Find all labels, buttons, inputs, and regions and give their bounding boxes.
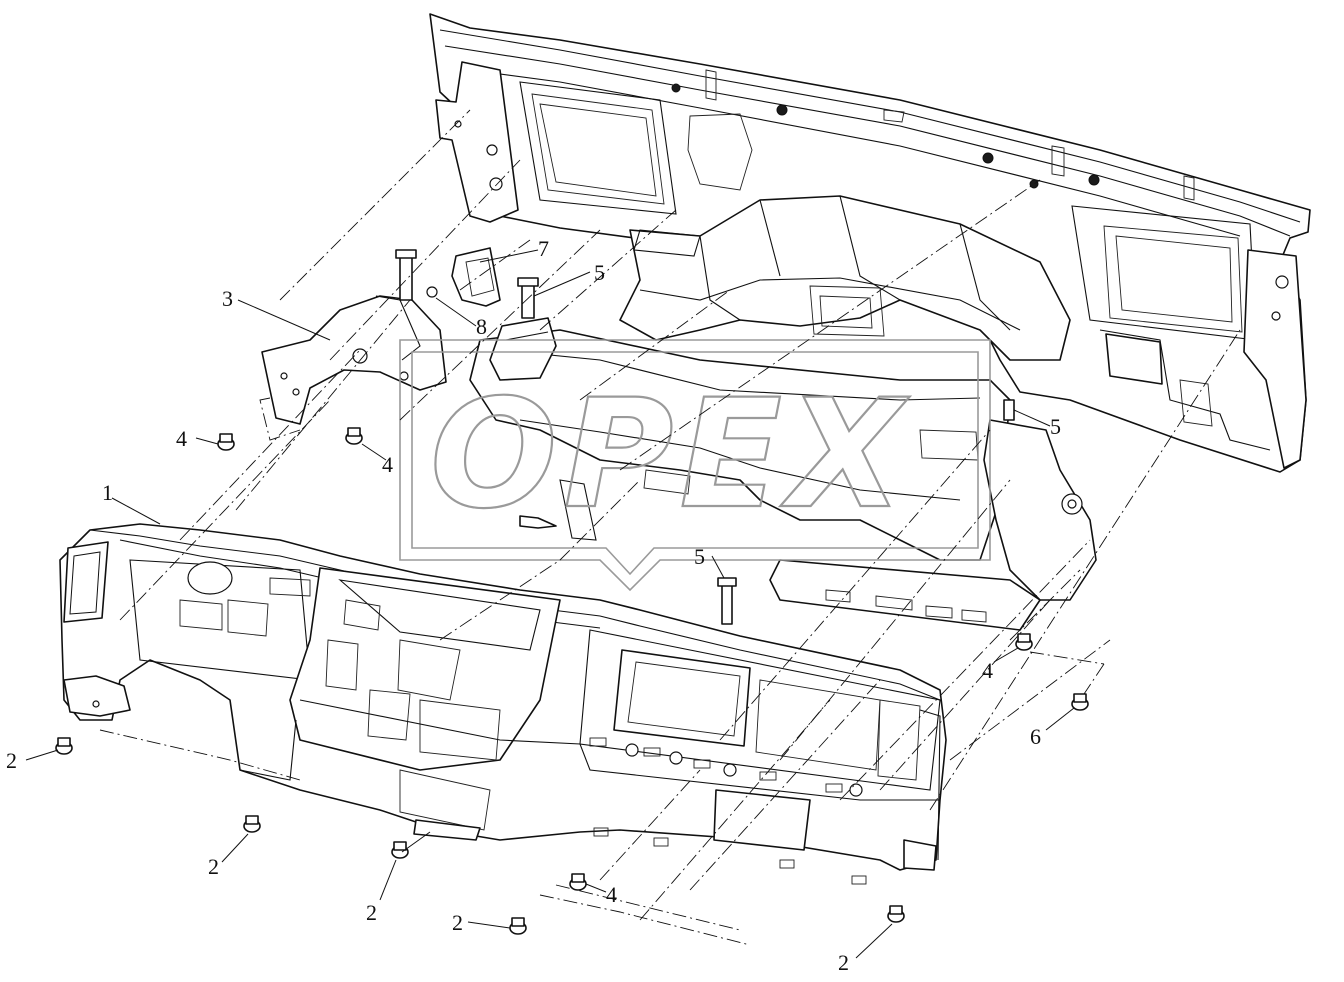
bracket-3 xyxy=(261,295,447,425)
callout-4-bottom: 4 xyxy=(606,882,617,907)
callout-5-top: 5 xyxy=(594,260,605,285)
callout-4-left: 4 xyxy=(176,426,187,451)
callout-2-right: 2 xyxy=(838,950,849,975)
callout-6: 6 xyxy=(1030,724,1041,749)
screw-2-a xyxy=(55,737,73,755)
alignment-lines xyxy=(99,109,1241,946)
screw-4-c xyxy=(569,873,587,891)
screw-4-b xyxy=(345,427,363,445)
callout-2-lower: 2 xyxy=(452,910,463,935)
leader-lines xyxy=(25,249,1075,959)
screw-2-e xyxy=(887,905,905,923)
callout-5-right: 5 xyxy=(1050,414,1061,439)
screw-4-d xyxy=(1015,633,1033,651)
fasteners xyxy=(55,427,1089,935)
bracket-7 xyxy=(451,247,501,307)
screw-2-b xyxy=(243,815,261,833)
callout-8: 8 xyxy=(476,314,487,339)
callout-5-center: 5 xyxy=(694,544,705,569)
watermark-text: OPEX xyxy=(430,368,910,542)
screw-2-d xyxy=(509,917,527,935)
callout-2-left: 2 xyxy=(6,748,17,773)
bracket-5-center xyxy=(489,317,557,381)
screw-6 xyxy=(1071,693,1089,711)
callout-3: 3 xyxy=(222,286,233,311)
screw-4-a xyxy=(217,433,235,451)
callout-labels: 1 2 2 2 2 2 3 4 4 4 4 5 5 5 6 7 8 xyxy=(6,236,1061,975)
callout-2-center: 2 xyxy=(366,900,377,925)
screw-2-c xyxy=(391,841,409,859)
bolts xyxy=(395,249,1015,625)
opex-watermark: OPEX xyxy=(399,339,991,592)
callout-1: 1 xyxy=(102,480,113,505)
callout-2-mid-left: 2 xyxy=(208,854,219,879)
callout-4-right: 4 xyxy=(982,658,993,683)
callout-7: 7 xyxy=(538,236,549,261)
callout-4-mid: 4 xyxy=(382,452,393,477)
